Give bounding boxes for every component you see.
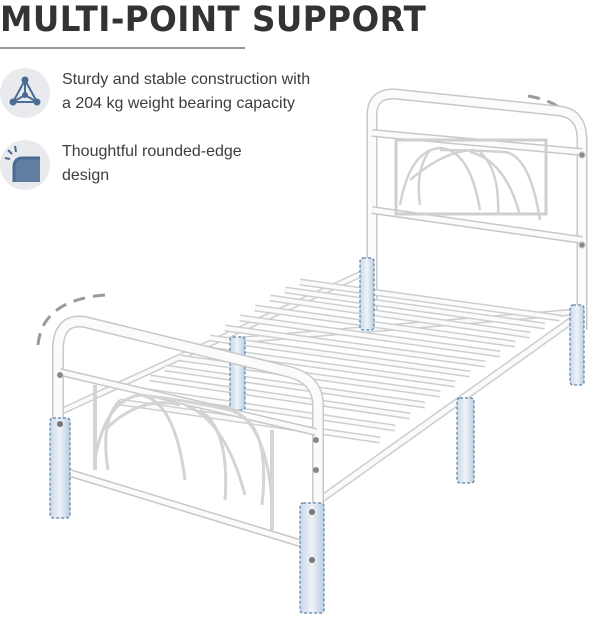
triangle-nodes-icon	[0, 68, 50, 118]
feature-line: a 204 kg weight bearing capacity	[62, 95, 296, 112]
feature-weight-capacity: Sturdy and stable construction with a 20…	[0, 68, 310, 118]
support-leg-foot-right	[299, 502, 325, 614]
support-leg-head-left	[359, 257, 375, 331]
support-leg-center-left	[229, 336, 246, 411]
support-leg-foot-left	[49, 417, 71, 519]
feature-text: Sturdy and stable construction with a 20…	[62, 68, 310, 116]
page-title: MULTI-POINT SUPPORT	[0, 0, 427, 40]
support-leg-center-right	[456, 397, 475, 484]
support-leg-head-right	[569, 304, 585, 386]
slat-set	[119, 278, 561, 444]
feature-rounded-edge: Thoughtful rounded-edge design	[0, 140, 242, 190]
feature-line: design	[62, 167, 110, 184]
footboard	[52, 315, 324, 552]
headboard	[366, 88, 588, 330]
rounded-corner-icon	[0, 140, 50, 190]
footboard-corner-hint	[36, 293, 106, 346]
title-divider	[0, 47, 245, 49]
feature-text: Thoughtful rounded-edge design	[62, 140, 242, 188]
feature-line: Thoughtful rounded-edge	[62, 143, 242, 160]
feature-line: Sturdy and stable construction with	[62, 71, 311, 88]
